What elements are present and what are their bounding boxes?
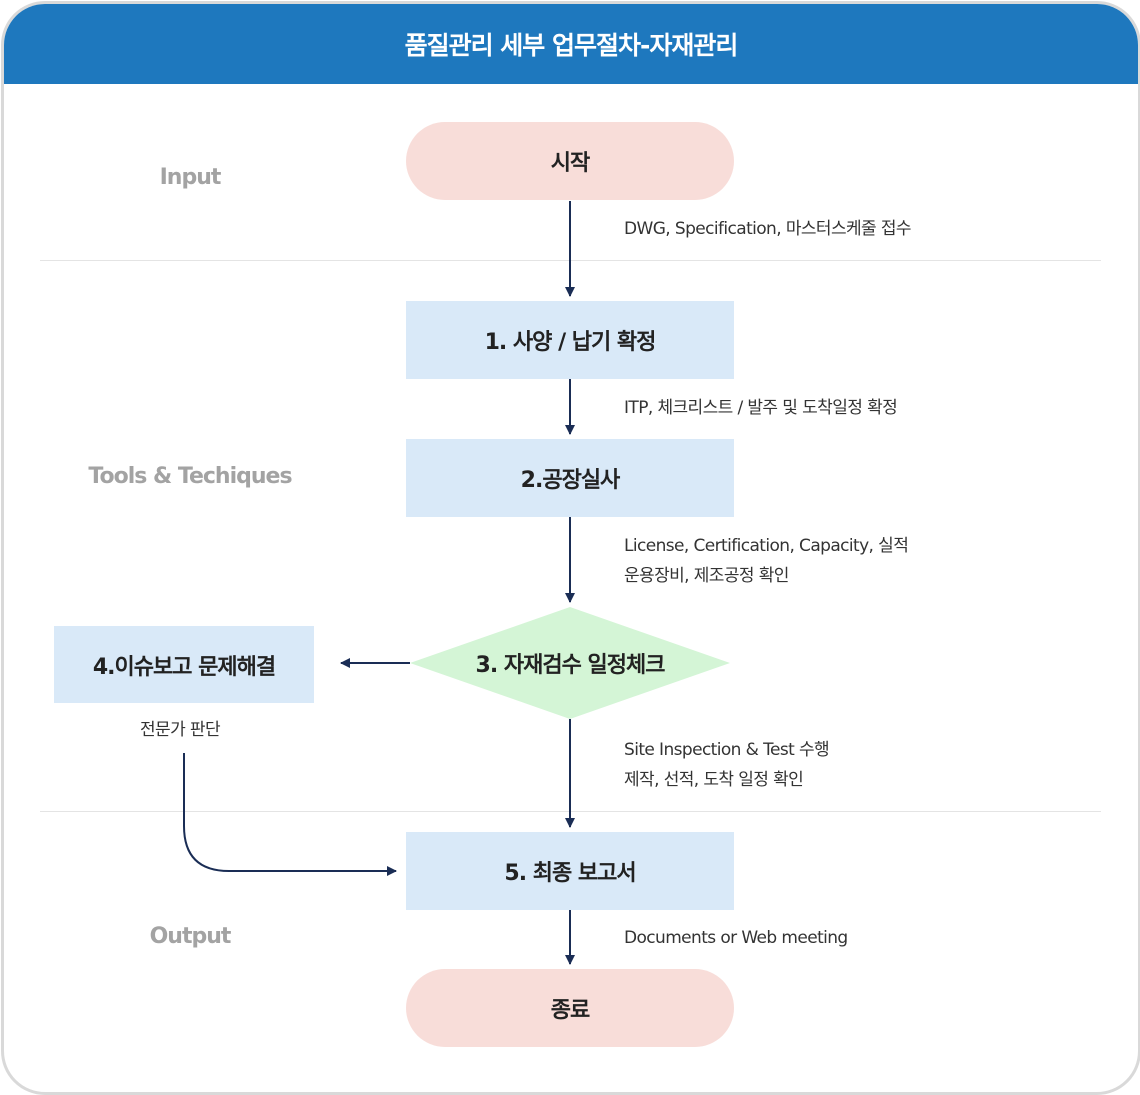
note-step4: 전문가 판단 (140, 715, 221, 745)
node-step4: 4.이슈보고 문제해결 (54, 626, 314, 703)
node-start: 시작 (406, 122, 734, 200)
note-line: ITP, 체크리스트 / 발주 및 도착일정 확정 (624, 398, 898, 418)
node-step3: 3. 자재검수 일정체크 (475, 653, 666, 678)
note-line: 운용장비, 제조공정 확인 (624, 566, 789, 586)
note-step2-to-step3: License, Certification, Capacity, 실적 운용장… (624, 531, 909, 591)
node-step1: 1. 사양 / 납기 확정 (406, 301, 734, 379)
section-label-tools: Tools & Techiques (88, 464, 292, 489)
note-start-to-step1: DWG, Specification, 마스터스케줄 접수 (624, 214, 912, 244)
arrow-step4-to-step5 (183, 753, 397, 876)
note-line: Documents or Web meeting (624, 928, 848, 948)
note-step5-to-end: Documents or Web meeting (624, 923, 848, 953)
note-line: 제작, 선적, 도착 일정 확인 (624, 770, 804, 790)
note-step1-to-step2: ITP, 체크리스트 / 발주 및 도착일정 확정 (624, 393, 898, 423)
note-step3-to-step5: Site Inspection & Test 수행 제작, 선적, 도착 일정 … (624, 735, 830, 795)
note-line: 전문가 판단 (140, 720, 221, 740)
diagram-title: 품질관리 세부 업무절차-자재관리 (4, 4, 1138, 84)
node-step5: 5. 최종 보고서 (406, 832, 734, 910)
section-label-input: Input (159, 165, 222, 190)
node-end: 종료 (406, 969, 734, 1047)
section-label-output: Output (149, 924, 232, 949)
node-step2: 2.공장실사 (406, 439, 734, 517)
note-line: License, Certification, Capacity, 실적 (624, 536, 909, 556)
note-line: Site Inspection & Test 수행 (624, 740, 830, 760)
note-line: DWG, Specification, 마스터스케줄 접수 (624, 219, 912, 239)
decision-diamond (410, 607, 730, 719)
